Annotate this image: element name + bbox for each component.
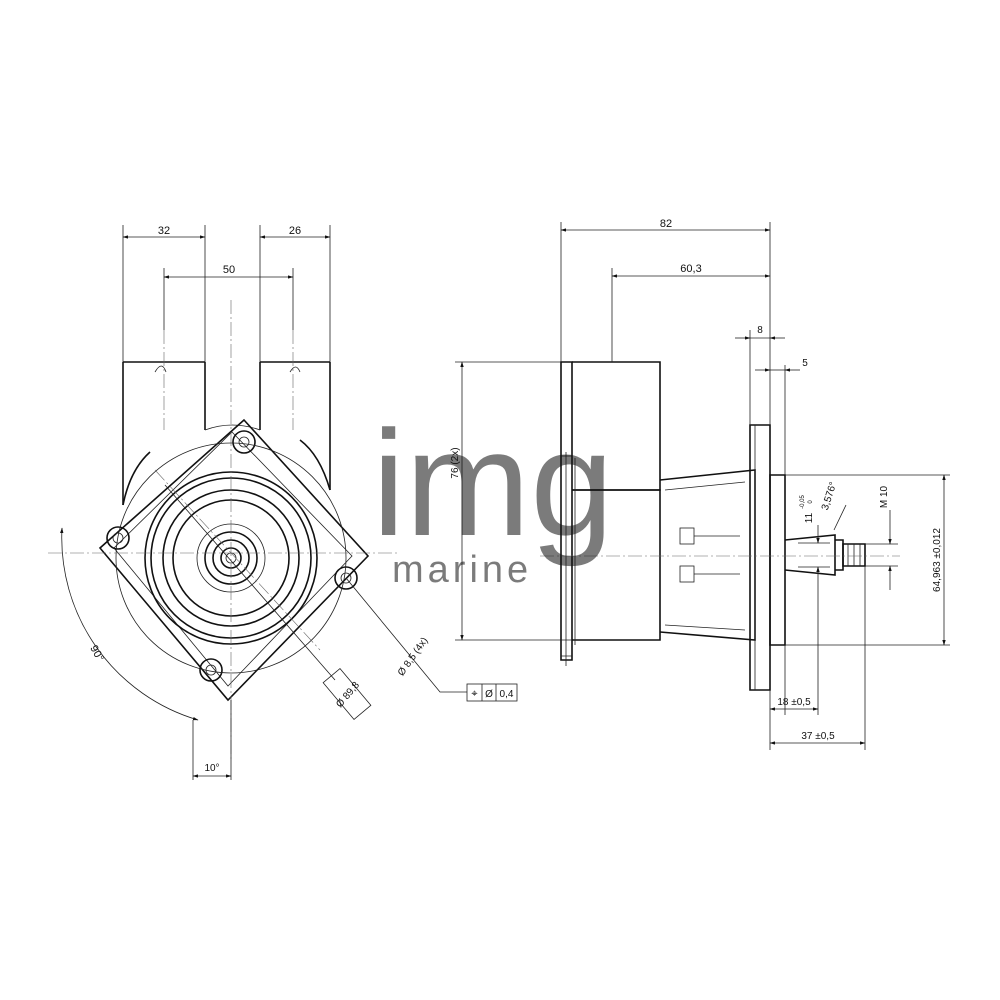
dimension-64-963: 64,963 ±0,012 [785, 474, 950, 646]
dimension-5: 5 [755, 358, 808, 475]
label-dim-key: 11 [804, 512, 815, 523]
dimension-m10: M 10 [865, 485, 898, 590]
label-dim-64-963: 64,963 ±0,012 [932, 528, 943, 592]
watermark-brand: img [372, 399, 614, 567]
watermark-logo: img marine [372, 399, 614, 591]
drive-shaft [784, 534, 866, 576]
label-dim-82: 82 [660, 218, 672, 230]
watermark-sub: marine [392, 549, 532, 591]
dimension-hole-4x: Ø 8,5 (4x) ⌖ Ø 0,4 [345, 577, 518, 702]
label-dim-m10: M 10 [879, 485, 890, 508]
label-key-tol-lower: 0 [808, 500, 814, 504]
dimension-18: 18 ±0,5 [769, 585, 819, 715]
label-dim-50: 50 [223, 264, 235, 276]
label-dim-18: 18 ±0,5 [777, 697, 811, 708]
dimension-26: 26 [259, 225, 331, 362]
label-dim-60-3: 60,3 [680, 263, 701, 275]
label-angle-10: 10° [204, 763, 219, 774]
label-dim-taper: 3,576° [820, 481, 839, 512]
angle-10: 10° [192, 700, 232, 780]
mounting-flange [98, 418, 370, 702]
dimension-key-11: 11 -0,05 0 [800, 495, 820, 585]
dimension-8: 8 [735, 325, 785, 425]
dimension-76: 76 (2x) [450, 361, 572, 641]
diameter-symbol: Ø [485, 689, 493, 700]
label-dim-32: 32 [158, 225, 170, 237]
position-symbol-icon: ⌖ [471, 688, 477, 700]
label-dim-5: 5 [802, 358, 808, 369]
label-key-tol-upper: -0,05 [800, 495, 806, 509]
dimension-60-3: 60,3 [611, 263, 771, 362]
dimension-taper: 3,576° [820, 481, 847, 531]
label-dim-26: 26 [289, 225, 301, 237]
label-dim-8: 8 [757, 325, 763, 336]
angle-90: 90° [60, 527, 199, 721]
tolerance-value: 0,4 [500, 689, 514, 700]
dimension-37: 37 ±0,5 [769, 566, 866, 750]
dimension-50: 50 [163, 264, 294, 330]
mounting-flange-side [749, 424, 786, 691]
label-dim-37: 37 ±0,5 [801, 731, 835, 742]
label-angle-90: 90° [87, 643, 106, 663]
label-dim-76: 76 (2x) [450, 447, 461, 478]
port-outlines [122, 330, 331, 506]
dimension-82: 82 [560, 218, 771, 425]
position-tolerance-frame: ⌖ Ø 0,4 [466, 683, 518, 702]
label-bolt-circle: Ø 89,8 [334, 680, 362, 710]
label-hole-4x: Ø 8,5 (4x) [396, 635, 431, 678]
dimension-32: 32 [122, 225, 206, 362]
